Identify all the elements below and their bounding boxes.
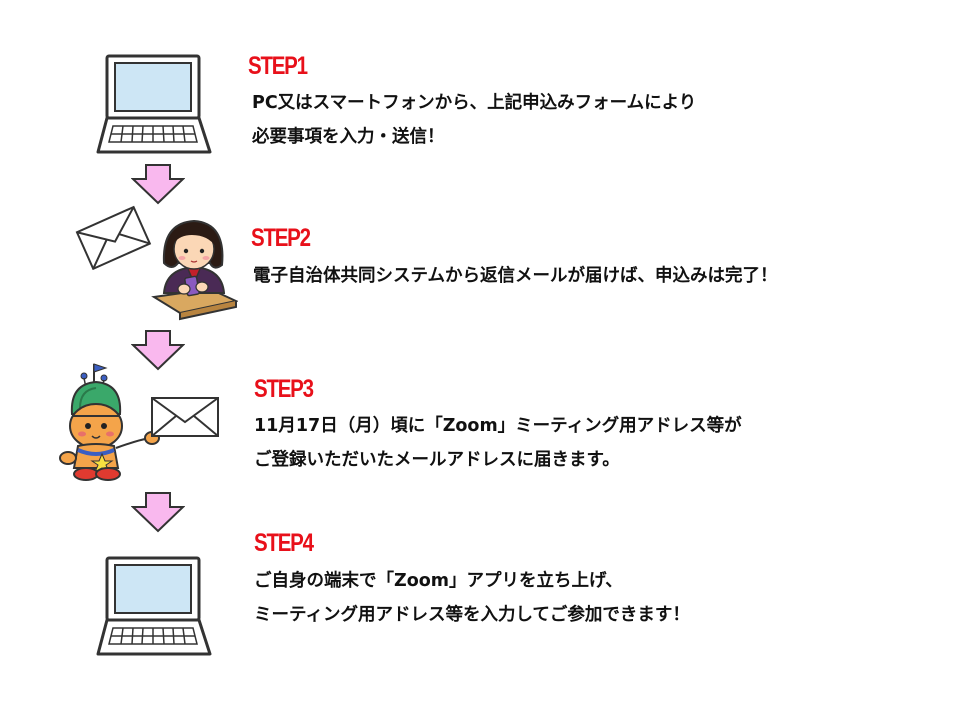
step4-line-2: ミーティング用アドレス等を入力してご参加できます！ [254,605,690,625]
step2-title: STEP2 [251,224,311,252]
step3-title: STEP3 [254,375,314,403]
laptop-icon [96,54,212,154]
girl-with-phone-icon [151,219,238,321]
step2-line-1: 電子自治体共同システムから返信メールが届けば、申込みは完了！ [253,266,778,286]
step1-line-2: 必要事項を入力・送信！ [252,127,445,147]
arrow-down-icon [131,164,185,205]
laptop-icon [96,556,212,656]
step3-line-1: 11月17日（月）頃に「Zoom」ミーティング用アドレス等が [254,416,742,436]
arrow-down-icon [131,492,185,533]
step4-title: STEP4 [254,529,314,557]
step3-line-2: ご登録いただいたメールアドレスに届きます。 [254,450,620,470]
step1-text: PC又はスマートフォンから、上記申込みフォームにより 必要事項を入力・送信！ [252,86,696,154]
step1-line-1: PC又はスマートフォンから、上記申込みフォームにより [252,93,697,113]
step4-text: ご自身の端末で「Zoom」アプリを立ち上げ、 ミーティング用アドレス等を入力して… [254,564,690,632]
mascot-icon [59,363,160,481]
envelope-icon [75,205,152,270]
step3-text: 11月17日（月）頃に「Zoom」ミーティング用アドレス等が ご登録いただいたメ… [254,409,742,477]
step2-text: 電子自治体共同システムから返信メールが届けば、申込みは完了！ [253,259,777,293]
arrow-down-icon [131,330,185,371]
envelope-icon [151,397,219,437]
step4-line-1: ご自身の端末で「Zoom」アプリを立ち上げ、 [254,571,623,591]
step1-title: STEP1 [248,52,308,80]
